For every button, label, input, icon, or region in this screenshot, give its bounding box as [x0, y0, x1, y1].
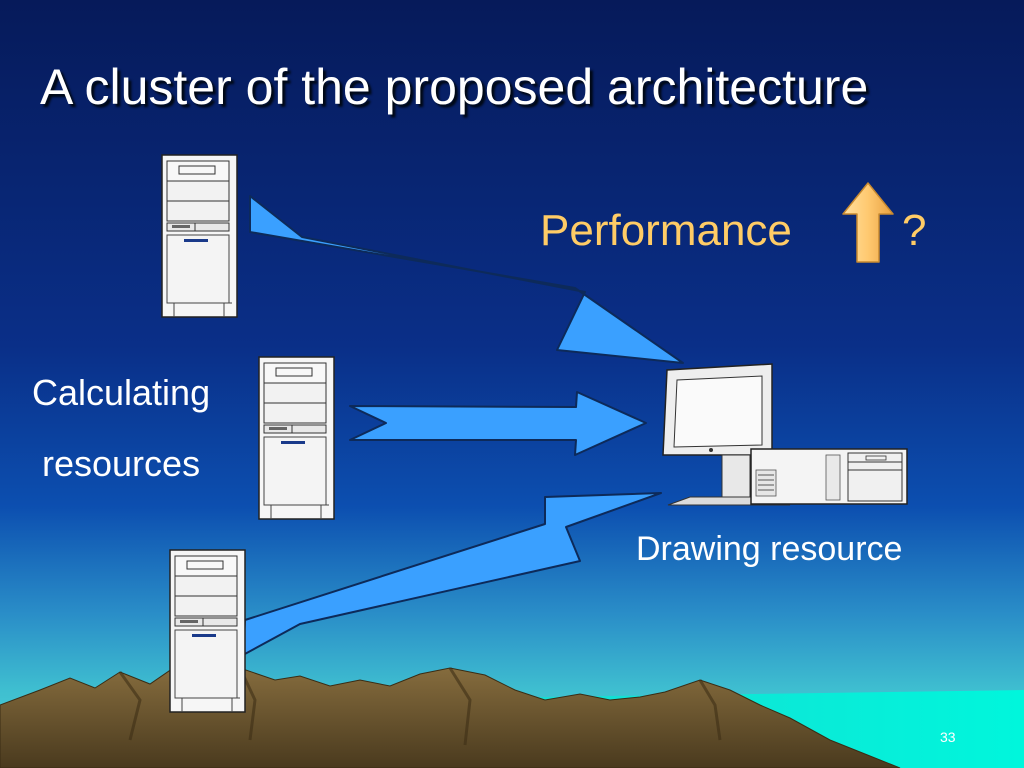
- arrow-top-server-to-client: [249, 195, 684, 364]
- performance-question-mark: ?: [902, 206, 927, 255]
- arrow-bottom-server-to-client: [242, 492, 662, 656]
- mountain-ridge-shading: [118, 667, 722, 746]
- page-number: 33: [940, 729, 956, 745]
- up-arrow-icon: [842, 182, 894, 263]
- slide-title: A cluster of the proposed architecture: [40, 59, 869, 115]
- performance-label: Performance: [540, 206, 792, 255]
- calculating-resources-label-line2: resources: [42, 443, 201, 484]
- tower-server-icon: [258, 356, 335, 520]
- drawing-resource-label: Drawing resource: [636, 530, 903, 568]
- tower-server-icon: [169, 549, 246, 713]
- tower-server-icon: [161, 154, 238, 318]
- calculating-resources-label-line1: Calculating: [32, 372, 211, 413]
- arrow-middle-server-to-client: [349, 391, 647, 456]
- desktop-computer-icon: [662, 363, 908, 506]
